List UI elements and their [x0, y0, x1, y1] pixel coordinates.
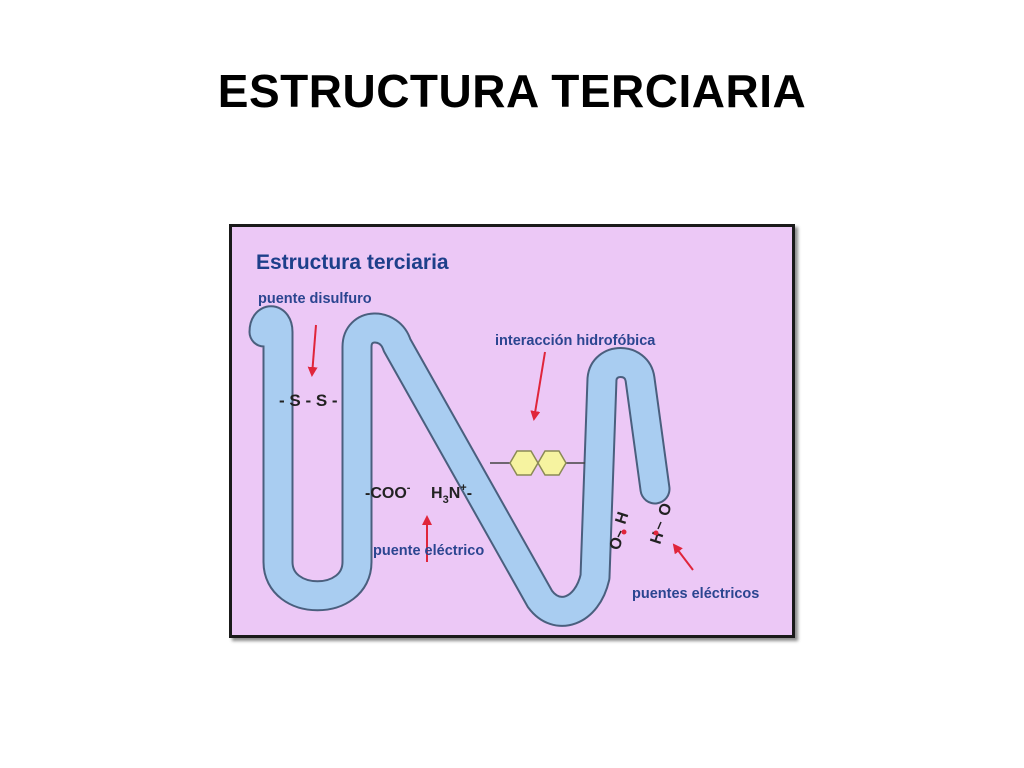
h-atom-right: H	[648, 530, 668, 546]
h-bond-dash-right	[657, 521, 662, 530]
electric-bridge-label: puente eléctrico	[373, 543, 484, 559]
hydrophobic-interaction-label: interacción hidrofóbica	[495, 333, 656, 349]
polypeptide-chain	[250, 307, 669, 625]
partial-charge-dot	[621, 529, 627, 535]
electric-bridges-arrow	[672, 543, 694, 571]
disulfide-bridge-label: puente disulfuro	[258, 291, 372, 307]
h-atom-left: H	[613, 510, 633, 526]
electric-bridges-label: puentes eléctricos	[632, 586, 759, 602]
ionic-pair: -COO-H3N+-	[365, 482, 472, 506]
hydrophobic-arrow	[530, 351, 546, 421]
slide-title: ESTRUCTURA TERCIARIA	[217, 65, 807, 117]
hydrogen-bond-group: H O O H	[607, 501, 676, 552]
disulfide-group: - S - S -	[279, 391, 338, 410]
hydrophobic-ring-right	[537, 450, 567, 476]
o-atom-right: O	[656, 501, 676, 518]
figure-heading: Estructura terciaria	[256, 251, 449, 274]
hydrophobic-ring-left	[509, 450, 539, 476]
partial-charge-dot	[653, 530, 659, 536]
h-bond-dash-left	[617, 530, 622, 538]
o-atom-left: O	[607, 535, 627, 552]
tertiary-structure-diagram: Estructura terciaria puente disulfuro - …	[232, 227, 792, 635]
disulfide-arrow	[307, 324, 318, 377]
tertiary-structure-figure: Estructura terciaria puente disulfuro - …	[229, 224, 795, 638]
